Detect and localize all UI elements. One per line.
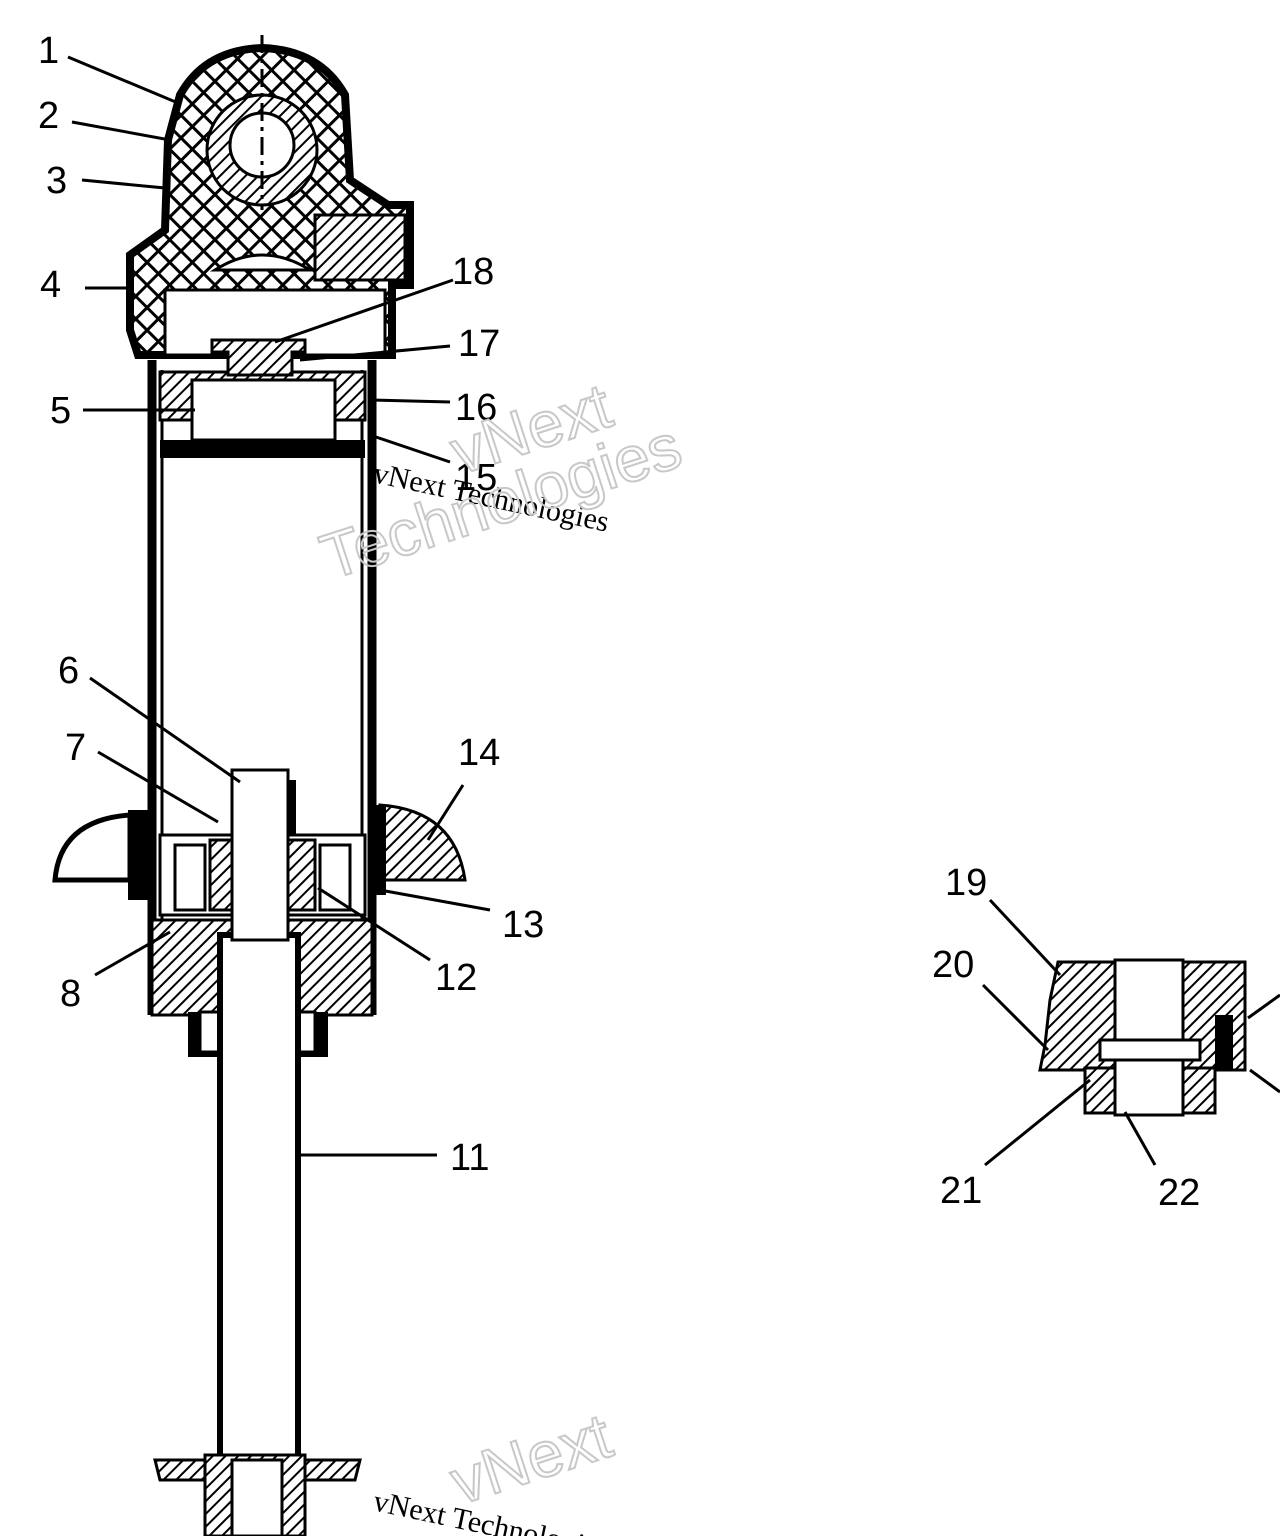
piston-detail (1038, 958, 1247, 1117)
callout-12: 12 (435, 957, 477, 999)
bottom-mount (153, 1453, 362, 1536)
callout-8: 8 (60, 973, 81, 1015)
callout-20: 20 (932, 944, 974, 986)
callout-18: 18 (452, 251, 494, 293)
reservoir-port (313, 213, 407, 282)
callout-17: 17 (458, 323, 500, 365)
callout-labels: 1 2 3 4 5 6 7 8 11 12 13 14 15 16 17 18 … (38, 30, 1200, 1214)
callout-5: 5 (50, 390, 71, 432)
valve-cap (210, 338, 307, 377)
top-eyelet (126, 35, 414, 359)
callout-14: 14 (458, 732, 500, 774)
callout-7: 7 (65, 727, 86, 769)
callout-21: 21 (940, 1170, 982, 1212)
callout-3: 3 (46, 160, 67, 202)
callout-6: 6 (58, 650, 79, 692)
leader-lines (67, 55, 1280, 1167)
piston-shaft (217, 768, 301, 1463)
callout-15: 15 (455, 457, 497, 499)
callout-4: 4 (40, 264, 61, 306)
callout-2: 2 (38, 95, 59, 137)
callout-16: 16 (455, 387, 497, 429)
callout-13: 13 (502, 904, 544, 946)
watermark-big-bottom-line1: vNext (442, 1399, 620, 1518)
callout-22: 22 (1158, 1172, 1200, 1214)
spring-seat (52, 803, 467, 900)
callout-19: 19 (945, 862, 987, 904)
callout-11: 11 (450, 1137, 489, 1179)
callout-1: 1 (38, 30, 59, 72)
